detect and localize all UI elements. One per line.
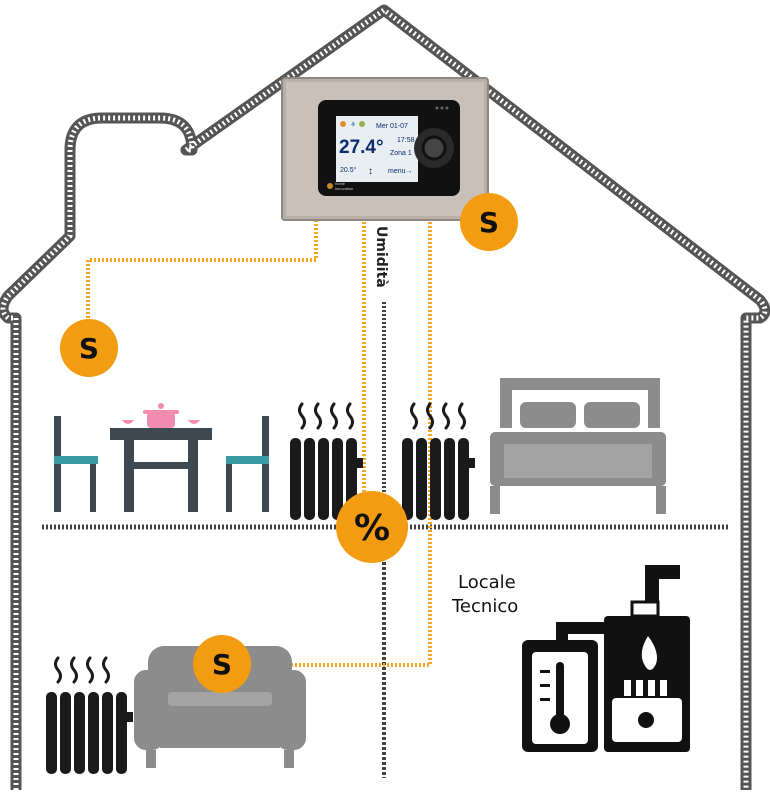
thermostat: ⚘ Mer 01-07 17:58 27.4° Zona 1 20.5° ↕ m…: [281, 77, 489, 221]
radiator-fin: [290, 438, 301, 520]
updown-arrow-icon: ↕: [368, 166, 373, 177]
heat-wave-icon: [102, 656, 110, 684]
heat-wave-icon: [346, 402, 354, 430]
svg-text:%: %: [354, 508, 390, 549]
radiator-fin: [88, 692, 99, 774]
radiator-fin: [304, 438, 315, 520]
radiator-fin: [60, 692, 71, 774]
fan-icon: ⚘: [350, 121, 356, 129]
radiator-fin: [416, 438, 427, 520]
radiator-fin: [402, 438, 413, 520]
brand-logo-icon: [327, 183, 333, 189]
sensor-wires: [86, 220, 432, 667]
thermostat-screen: [336, 116, 418, 182]
heat-wave-icon: [86, 656, 94, 684]
heat-wave-icon: [458, 402, 466, 430]
cooking-pot-icon: [143, 403, 179, 428]
heat-wave-icon: [314, 402, 322, 430]
svg-text:S: S: [212, 648, 232, 681]
radiator-living-icon: [46, 656, 133, 774]
flame-icon: [641, 636, 657, 670]
dining-set: [54, 403, 269, 512]
radiator-fin: [102, 692, 113, 774]
water-tank-icon: [522, 640, 598, 752]
radiator-fin: [318, 438, 329, 520]
leaf-icon: [359, 121, 365, 127]
radiator-fin: [332, 438, 343, 520]
heat-wave-icon: [410, 402, 418, 430]
heat-wave-icon: [70, 656, 78, 684]
radiator-fin: [444, 438, 455, 520]
bowl-left-icon: [122, 420, 134, 424]
sensor-sofa: S: [193, 635, 251, 693]
thermostat-temperature: 27.4°: [339, 137, 384, 158]
thermostat-time: 17:58: [397, 137, 415, 144]
wire-upper-left: [86, 220, 318, 320]
chair-left-icon: [54, 416, 98, 512]
bowl-right-icon: [188, 420, 200, 424]
sun-icon: [340, 121, 346, 127]
thermostat-zone: Zona 1: [390, 150, 412, 157]
heat-wave-icon: [330, 402, 338, 430]
heat-wave-icon: [54, 656, 62, 684]
chair-right-icon: [226, 416, 269, 512]
svg-text:S: S: [79, 332, 99, 365]
house-outline: [0, 4, 770, 790]
bed-icon: [490, 378, 666, 514]
brand-line2: innovation: [335, 186, 353, 191]
heat-wave-icon: [298, 402, 306, 430]
table-icon: [110, 428, 212, 512]
svg-text:S: S: [479, 206, 499, 239]
sensor-upper-left: S: [60, 319, 118, 377]
boiler-icon: [556, 565, 690, 752]
technical-room-label-line2: Tecnico: [451, 596, 518, 617]
radiator-fin: [46, 692, 57, 774]
sensor-humidity: %: [336, 491, 408, 563]
technical-room-label-line1: Locale: [458, 572, 516, 593]
humidity-label: Umidità: [373, 226, 389, 288]
radiator-bedroom-icon: [402, 402, 475, 520]
thermostat-setpoint: 20.5°: [340, 166, 357, 174]
thermometer-icon: [556, 662, 564, 718]
radiator-fin: [116, 692, 127, 774]
heat-wave-icon: [426, 402, 434, 430]
heat-wave-icon: [442, 402, 450, 430]
thermostat-date: Mer 01-07: [376, 123, 408, 130]
sensor-thermostat: S: [460, 193, 518, 251]
thermostat-menu: menu→: [388, 168, 413, 175]
brand-line1: home: [335, 181, 346, 186]
radiator-fin: [458, 438, 469, 520]
radiator-fin: [74, 692, 85, 774]
radiator-fin: [430, 438, 441, 520]
